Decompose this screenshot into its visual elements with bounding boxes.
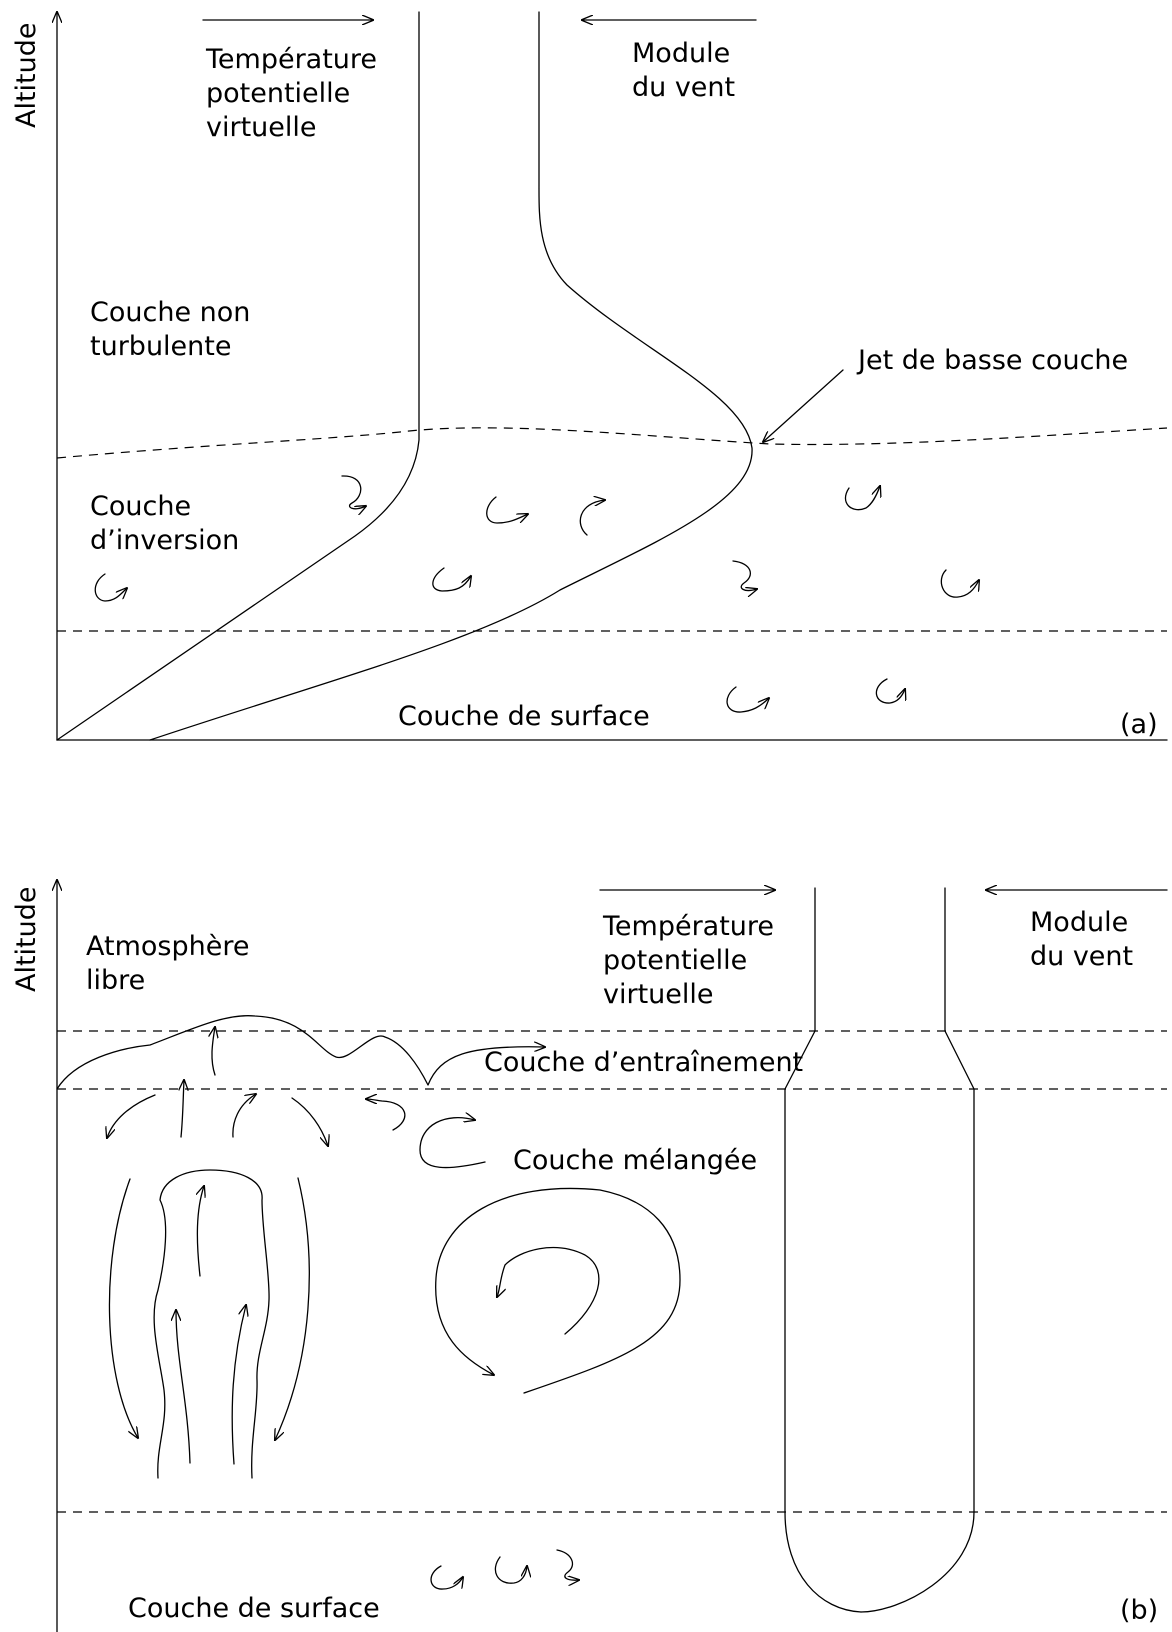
low-level-jet-label: Jet de basse couche: [858, 345, 1129, 376]
entrainment-interface: [56, 1015, 545, 1090]
eddy-icon: [579, 500, 605, 536]
eddy-icon: [430, 1565, 463, 1590]
thermal-arrow: [107, 1094, 156, 1138]
altitude-axis-label-b: Altitude: [11, 886, 42, 992]
theta-label-b: Température potentielle virtuelle: [603, 911, 775, 1010]
eddy-icon: [875, 678, 905, 704]
eddy-icon: [341, 475, 366, 509]
theta-profile-a: [56, 11, 420, 741]
eddy-icon: [556, 1549, 579, 1580]
panel-b: [56, 880, 1168, 1632]
eddy-icon: [432, 567, 471, 592]
entrainment-curl: [419, 1118, 486, 1169]
wind-profile-a: [149, 11, 753, 741]
theta-label-a: Température potentielle virtuelle: [206, 44, 378, 143]
inversion-layer-label: Couche d’inversion: [90, 491, 240, 556]
mixed-layer-label: Couche mélangée: [513, 1145, 758, 1176]
surface-layer-label-b: Couche de surface: [128, 1593, 380, 1624]
large-eddy-arrow: [435, 1187, 681, 1394]
downdraft-arrow-right: [275, 1177, 310, 1440]
wind-label-a: Module du vent: [632, 38, 736, 103]
eddy-icon: [844, 486, 880, 511]
thermal-arrow: [366, 1099, 406, 1131]
eddy-icon: [732, 560, 757, 590]
thermal-arrow: [232, 1094, 256, 1138]
eddy-icon: [486, 496, 528, 524]
plume-updraft-arrow: [176, 1310, 191, 1464]
wind-profile-b: [860, 887, 975, 1613]
jet-pointer-arrow: [763, 369, 844, 442]
panel-tag-b: (b): [1120, 1595, 1159, 1626]
non-turbulent-layer-label: Couche non turbulente: [90, 297, 251, 362]
inversion-top-dashed-a: [56, 427, 1168, 459]
thermal-arrow: [291, 1097, 328, 1146]
plume-outline: [153, 1169, 270, 1479]
small-eddy-arrow: [497, 1247, 600, 1335]
downdraft-arrow-left: [108, 1178, 138, 1438]
panel-tag-a: (a): [1120, 709, 1158, 740]
panel-a: [56, 11, 1168, 741]
free-atmosphere-label: Atmosphère libre: [86, 931, 250, 996]
theta-profile-b: [784, 887, 862, 1613]
thermal-arrow: [181, 1080, 184, 1138]
plume-updraft-arrow: [231, 1305, 246, 1465]
eddy-icon: [494, 1556, 527, 1584]
entrainment-layer-label: Couche d’entraînement: [484, 1047, 804, 1078]
altitude-axis-label-a: Altitude: [11, 22, 42, 128]
eddy-icon: [940, 569, 979, 598]
eddy-icon: [94, 573, 127, 602]
surface-layer-label-a: Couche de surface: [398, 701, 650, 732]
plume-updraft-arrow: [197, 1186, 204, 1277]
eddy-icon: [726, 686, 769, 713]
wind-label-b: Module du vent: [1030, 907, 1134, 972]
thermal-arrow: [212, 1027, 215, 1076]
